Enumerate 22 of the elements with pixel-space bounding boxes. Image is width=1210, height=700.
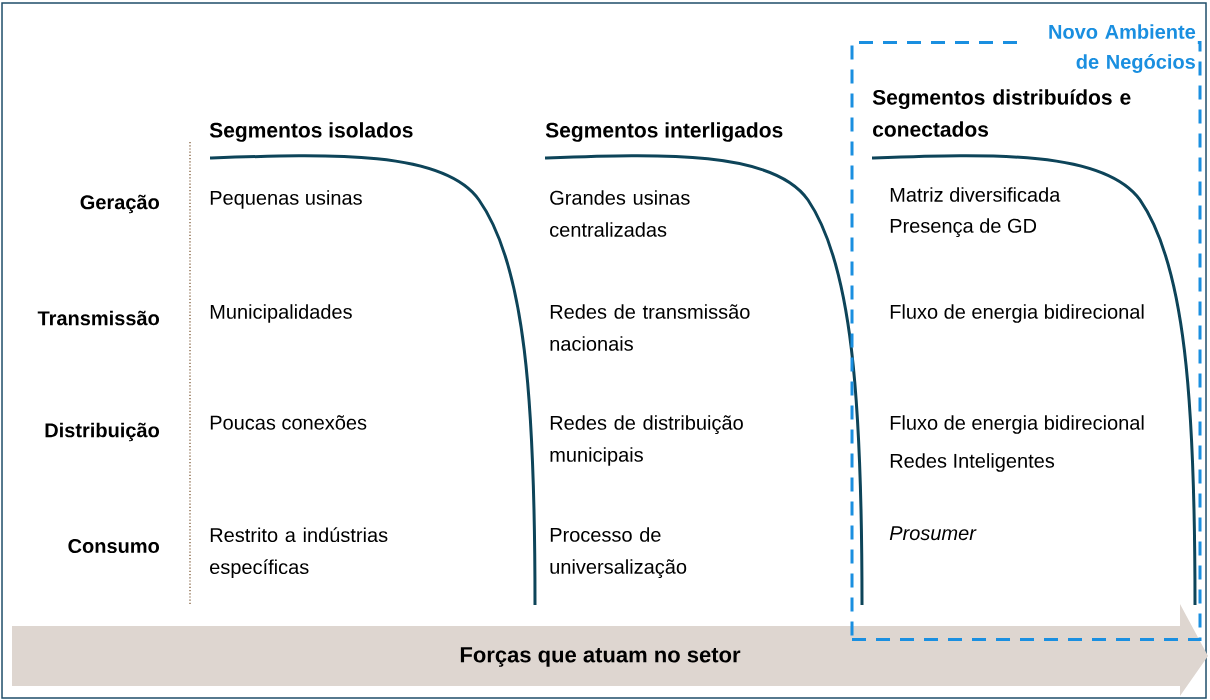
cell-text: Matriz diversificada xyxy=(890,187,1061,202)
cell-text: Redes de transmissão nacionais xyxy=(550,304,750,351)
cell-text: Presença de GD xyxy=(890,218,1037,237)
cell-text: Poucas conexões xyxy=(210,415,367,430)
row-heading: Geração xyxy=(80,194,159,214)
cell-text: Prosumer xyxy=(889,526,977,541)
row-heading: Distribuição xyxy=(45,422,159,442)
row-heading: Consumo xyxy=(68,538,159,554)
column-heading: Segmentos isolados xyxy=(209,122,413,142)
cell-text: Redes de distribuição municipais xyxy=(550,415,743,466)
column-heading: Segmentos interligados xyxy=(545,122,783,142)
row-heading: Transmissão xyxy=(37,310,159,326)
column-heading: Segmentos distribuídos e conectados xyxy=(872,89,1131,137)
cell-text: Redes Inteligentes xyxy=(890,453,1055,472)
cell-text: Pequenas usinas xyxy=(210,190,362,209)
cell-text: Fluxo de energia bidirecional xyxy=(890,304,1144,323)
region-title: Novo Ambiente de Negócios xyxy=(1025,22,1198,75)
cell-text: Grandes usinas centralizadas xyxy=(550,190,690,237)
cell-text: Processo de universalização xyxy=(550,527,687,578)
cell-text: Municipalidades xyxy=(210,304,352,323)
cell-text: Fluxo de energia bidirecional xyxy=(890,415,1144,434)
cell-text: Restrito a indústrias específicas xyxy=(210,527,388,579)
